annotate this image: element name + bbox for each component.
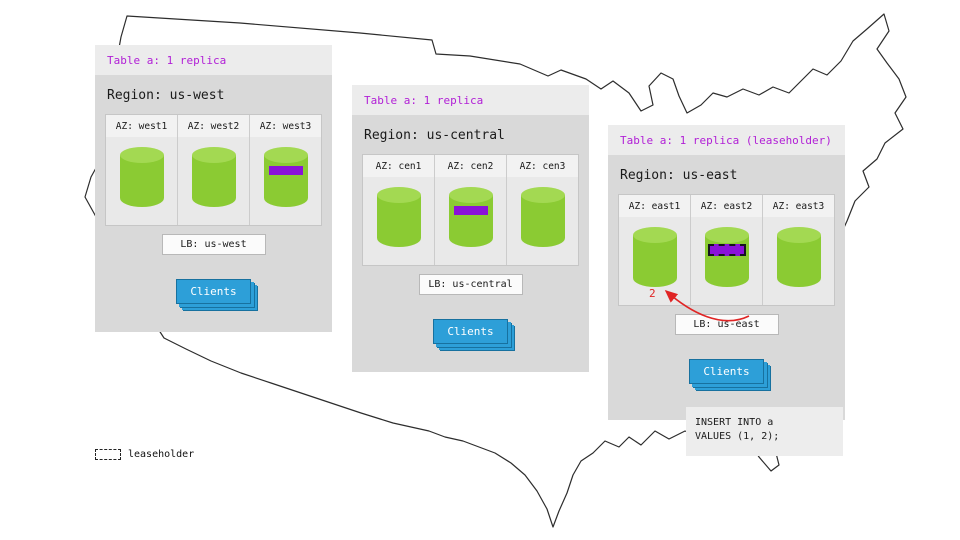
- az-label: AZ: east1: [619, 195, 690, 217]
- az-cell-cen3: AZ: cen3: [507, 155, 578, 265]
- region-panel-us-central: Table a: 1 replica Region: us-central AZ…: [352, 85, 589, 372]
- sql-line-1: INSERT INTO a: [695, 417, 774, 428]
- database-cylinder-icon: [448, 177, 493, 265]
- clients-row: Clients: [352, 319, 589, 344]
- sql-line-2: VALUES (1, 2);: [695, 431, 780, 442]
- arrow-step-label: 2: [649, 287, 656, 300]
- az-label: AZ: west3: [250, 115, 321, 137]
- az-cell-west1: AZ: west1: [106, 115, 178, 225]
- database-cylinder-icon: [191, 137, 236, 225]
- database-cylinder-icon: [119, 137, 164, 225]
- region-panel-us-west: Table a: 1 replica Region: us-west AZ: w…: [95, 45, 332, 332]
- table-replica-label: Table a: 1 replica: [364, 93, 484, 107]
- az-label: AZ: cen1: [363, 155, 434, 177]
- az-label: AZ: cen2: [435, 155, 506, 177]
- az-label: AZ: west1: [106, 115, 177, 137]
- region-panel-us-east: Table a: 1 replica (leaseholder) Region:…: [608, 125, 845, 420]
- clients-box: Clients: [689, 359, 764, 384]
- region-title: Region: us-east: [620, 168, 738, 183]
- clients-box: Clients: [433, 319, 508, 344]
- database-cylinder-icon: [376, 177, 421, 265]
- az-group: AZ: cen1 AZ: cen2 AZ: cen3: [362, 154, 579, 266]
- database-cylinder-icon: [704, 217, 749, 305]
- legend: leaseholder: [95, 449, 194, 460]
- az-group: AZ: east1 AZ: east2 AZ: east3: [618, 194, 835, 306]
- clients-row: Clients: [95, 279, 332, 304]
- database-cylinder-icon: [776, 217, 821, 305]
- az-label: AZ: cen3: [507, 155, 578, 177]
- database-cylinder-icon: [520, 177, 565, 265]
- region-title: Region: us-west: [107, 88, 225, 103]
- az-cell-east2: AZ: east2: [691, 195, 763, 305]
- replica-marker: [453, 206, 488, 215]
- az-cell-cen2: AZ: cen2: [435, 155, 507, 265]
- leaseholder-marker: [707, 244, 746, 256]
- az-cell-east3: AZ: east3: [763, 195, 834, 305]
- az-label: AZ: east3: [763, 195, 834, 217]
- table-replica-label: Table a: 1 replica: [107, 53, 227, 67]
- az-cell-west3: AZ: west3: [250, 115, 321, 225]
- table-replica-header: Table a: 1 replica: [95, 45, 332, 75]
- table-replica-header: Table a: 1 replica (leaseholder): [608, 125, 845, 155]
- clients-row: Clients: [608, 359, 845, 384]
- legend-label: leaseholder: [128, 449, 195, 460]
- az-cell-east1: AZ: east1: [619, 195, 691, 305]
- az-cell-cen1: AZ: cen1: [363, 155, 435, 265]
- database-cylinder-icon: [632, 217, 677, 305]
- table-replica-label: Table a: 1 replica (leaseholder): [620, 133, 832, 147]
- load-balancer-box: LB: us-central: [418, 274, 523, 295]
- table-replica-header: Table a: 1 replica: [352, 85, 589, 115]
- az-group: AZ: west1 AZ: west2 AZ: west3: [105, 114, 322, 226]
- sql-statement-box: INSERT INTO a VALUES (1, 2);: [686, 407, 843, 456]
- region-title: Region: us-central: [364, 128, 505, 143]
- database-cylinder-icon: [263, 137, 308, 225]
- leaseholder-swatch-icon: [95, 449, 121, 460]
- replica-marker: [268, 166, 303, 175]
- az-cell-west2: AZ: west2: [178, 115, 250, 225]
- az-label: AZ: east2: [691, 195, 762, 217]
- load-balancer-box: LB: us-west: [161, 234, 266, 255]
- load-balancer-box: LB: us-east: [674, 314, 779, 335]
- clients-box: Clients: [176, 279, 251, 304]
- az-label: AZ: west2: [178, 115, 249, 137]
